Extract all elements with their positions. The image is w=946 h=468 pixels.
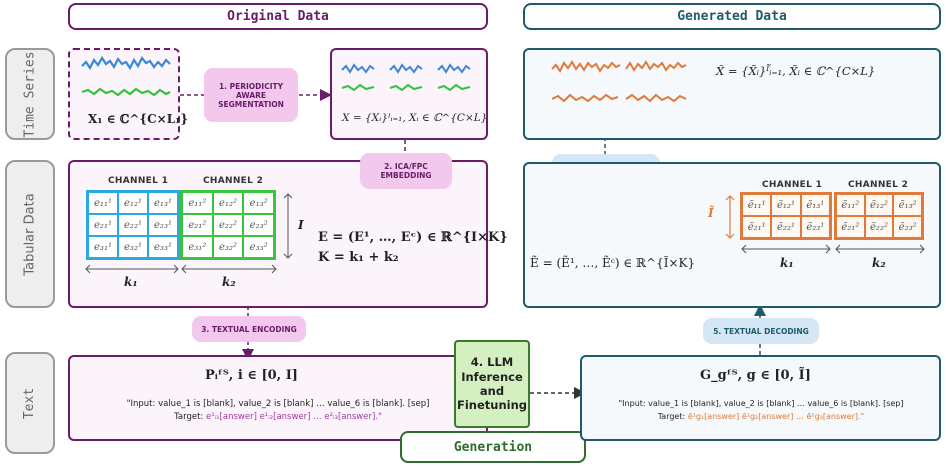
equation-G: G_gᶠᵀ, g ∈ [0, Ĩ] xyxy=(700,368,811,383)
prompt-target-left-tokens: e¹ᵢ₁[answer] e¹ᵢ₂[answer] … e²ᵢ₃[answer]… xyxy=(205,412,382,422)
prompt-input-left: "Input: value_1 is [blank], value_2 is [… xyxy=(126,399,430,409)
step-1-segmentation: 1. PERIODICITY AWARE SEGMENTATION xyxy=(204,68,298,122)
step-4-llm: 4. LLM Inference and Finetuning xyxy=(456,355,528,413)
row-label-text: Text xyxy=(5,352,55,454)
grid-cell: ẽ₁₂¹ xyxy=(771,194,801,216)
grid-cell: ẽ₂₁¹ xyxy=(742,216,772,238)
grid-cell: e₂₂¹ xyxy=(118,214,148,236)
grid-cell: e₁₁¹ xyxy=(88,192,118,214)
grid-cell: ẽ₁₁¹ xyxy=(742,194,772,216)
generated-series-waves xyxy=(551,60,687,103)
label-I-tilde: Ĩ xyxy=(708,206,714,220)
grid-cell: e₃₂¹ xyxy=(118,236,148,258)
grid-cell: ẽ₂₃¹ xyxy=(800,216,830,238)
channel-1-label: CHANNEL 1 xyxy=(108,176,169,186)
grid-cell: e₁₁² xyxy=(182,192,213,214)
grid-cell: e₁₂² xyxy=(212,192,244,214)
step-5-textual-decoding: 5. TEXTUAL DECODING xyxy=(703,318,819,344)
grid-cell: ẽ₁₃² xyxy=(893,194,922,216)
grid-cell: e₁₃¹ xyxy=(148,192,178,214)
label-I: I xyxy=(298,218,304,232)
grid-cell: e₃₁¹ xyxy=(88,236,118,258)
grid-cell: e₃₃² xyxy=(243,236,274,258)
prompt-input-right: "Input: value_1 is [blank], value_2 is [… xyxy=(618,399,904,408)
segmented-series-box xyxy=(330,48,488,140)
grid-cell: e₂₁¹ xyxy=(88,214,118,236)
grid-cell: e₂₃¹ xyxy=(148,214,178,236)
original-text-box xyxy=(68,355,488,441)
step-2-embedding: 2. ICA/FPC EMBEDDING xyxy=(360,153,452,189)
gen-channel-1-label: CHANNEL 1 xyxy=(762,180,823,190)
segmented-series-waves xyxy=(341,63,471,92)
grid-cell: ẽ₂₃² xyxy=(893,216,922,238)
prompt-target-right-tokens: ẽ¹g₁[answer] ẽ¹g₂[answer] … ẽ²g₃[answer]… xyxy=(687,412,865,421)
original-series-waves xyxy=(81,55,171,97)
label-k1-generated: k₁ xyxy=(780,256,794,270)
prompt-target-right: Target: ẽ¹g₁[answer] ẽ¹g₂[answer] … ẽ²g₃… xyxy=(584,412,938,421)
equation-E: E = (E¹, …, Eᶜ) ∈ ℝ^{I×K} xyxy=(318,230,508,245)
gen-channel-2-label: CHANNEL 2 xyxy=(848,180,909,190)
label-k1: k₁ xyxy=(124,275,138,289)
channel-2-label: CHANNEL 2 xyxy=(203,176,264,186)
grid-cell: e₃₂² xyxy=(212,236,244,258)
grid-cell: e₂₁² xyxy=(182,214,213,236)
row-label-tabular-data: Tabular Data xyxy=(5,160,55,308)
i-brace-original xyxy=(283,193,293,259)
grid-cell: e₁₂¹ xyxy=(118,192,148,214)
equation-E-generated: Ẽ = (Ẽ¹, …, Ẽᶜ) ∈ ℝ^{Ĩ×K} xyxy=(530,256,696,270)
grid-cell: ẽ₂₁² xyxy=(836,216,865,238)
grid-cell: ẽ₁₃¹ xyxy=(800,194,830,216)
generation-label: Generation xyxy=(400,431,586,463)
grid-cell: e₂₃² xyxy=(243,214,274,236)
equation-x-generated: X̃ = {X̃ᵢ}ᴵ̃ᵢ₌₁, X̃ᵢ ∈ ℂ^{C×L} xyxy=(716,64,876,78)
k-brace-generated xyxy=(741,244,925,254)
prompt-target-left-prefix: Target: xyxy=(174,412,206,422)
row-label-time-series: Time Series xyxy=(5,48,55,140)
equation-K: K = k₁ + k₂ xyxy=(318,250,399,265)
header-original-data: Original Data xyxy=(68,3,488,30)
equation-x-segmented: X = {Xᵢ}ᴵᵢ₌₁, Xᵢ ∈ ℂ^{C×L} xyxy=(342,112,488,124)
grid-cell: e₃₁² xyxy=(182,236,213,258)
i-tilde-brace-generated xyxy=(725,195,735,239)
equation-P: Pᵢᶠᵀ, i ∈ [0, I] xyxy=(205,368,298,383)
prompt-target-left: Target: e¹ᵢ₁[answer] e¹ᵢ₂[answer] … e²ᵢ₃… xyxy=(76,412,480,422)
k-brace-original xyxy=(85,264,277,274)
step-3-textual-encoding: 3. TEXTUAL ENCODING xyxy=(192,316,306,342)
label-k2-generated: k₂ xyxy=(872,256,886,270)
grid-cell: e₃₃¹ xyxy=(148,236,178,258)
grid-cell: ẽ₁₂² xyxy=(864,194,894,216)
prompt-target-right-prefix: Target: xyxy=(657,412,688,421)
header-generated-data: Generated Data xyxy=(523,3,941,30)
grid-cell: ẽ₁₁² xyxy=(836,194,865,216)
grid-cell: ẽ₂₂² xyxy=(864,216,894,238)
label-k2: k₂ xyxy=(222,275,236,289)
grid-cell: e₂₂² xyxy=(212,214,244,236)
equation-x1: X₁ ∈ ℂ^{C×L₁} xyxy=(88,112,189,126)
generated-series-box xyxy=(523,48,941,140)
grid-cell: ẽ₂₂¹ xyxy=(771,216,801,238)
llm-box: 4. LLM Inference and Finetuning xyxy=(454,340,530,428)
grid-cell: e₁₃² xyxy=(243,192,274,214)
generated-text-box xyxy=(580,355,941,441)
